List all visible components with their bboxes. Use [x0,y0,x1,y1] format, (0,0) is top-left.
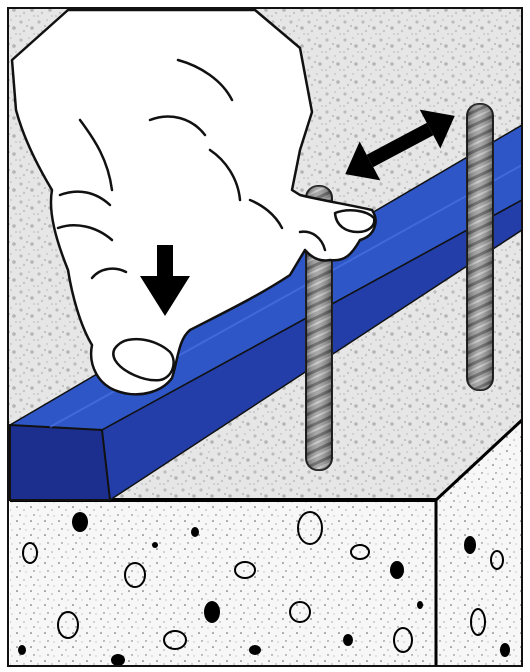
rebar-right [467,104,493,390]
